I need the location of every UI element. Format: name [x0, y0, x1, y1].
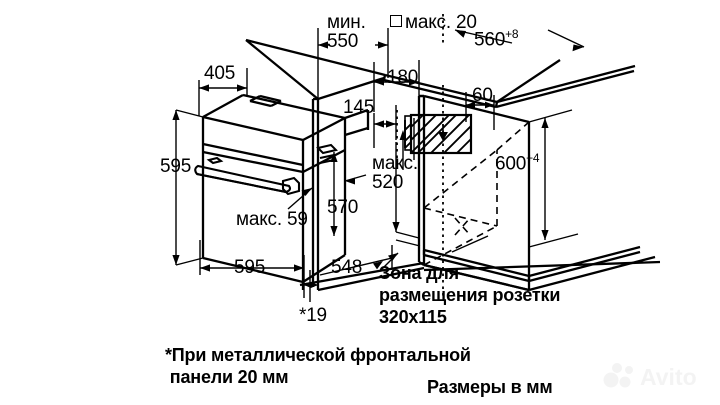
dim-145: 145 — [343, 97, 375, 118]
footnote-line2: панели 20 мм — [165, 367, 289, 387]
footnote-line1: *При металлической фронтальной — [165, 345, 471, 365]
socket-zone-line2: размещения розетки — [379, 285, 561, 305]
dim-max-59: макс. 59 — [236, 209, 308, 230]
dimension-lines — [172, 28, 585, 302]
dim-548: 548 — [331, 257, 363, 278]
units-note: Размеры в мм — [427, 377, 553, 397]
square-symbol-icon — [390, 15, 402, 27]
cabinet-floor — [299, 261, 425, 292]
avito-watermark: Avito — [603, 363, 697, 390]
dim-570: 570 — [327, 197, 359, 218]
dim-max-520-prefix: макс. — [372, 153, 418, 174]
dim-min-550-value: 550 — [327, 31, 359, 52]
niche-bottom-shelf — [422, 245, 661, 292]
dim-60: 60 — [472, 85, 493, 106]
oven-back-flange — [344, 108, 370, 137]
dim-560: 560+8 — [474, 27, 519, 51]
oven-door-handle — [194, 156, 301, 196]
dim-595-width: 595 — [234, 257, 266, 278]
dim-min-550-prefix: мин. — [327, 12, 366, 33]
dim-180: 180 — [387, 67, 419, 88]
dim-max-20: макс. 20 — [390, 12, 477, 33]
socket-zone-hatch — [404, 113, 473, 155]
socket-zone-line1: Зона для — [379, 263, 459, 283]
dim-595-height: 595 — [160, 156, 192, 177]
dim-max-520-value: 520 — [372, 172, 404, 193]
socket-zone-line3: 320x115 — [379, 307, 447, 327]
dim-405: 405 — [204, 63, 236, 84]
watermark-text: Avito — [640, 364, 697, 390]
cabinet-outline — [245, 38, 636, 290]
dim-600: 600+4 — [495, 151, 540, 175]
socket-axis-dotted — [396, 14, 444, 300]
dim-19-note: *19 — [299, 305, 327, 326]
niche-hidden-edges — [423, 121, 530, 266]
